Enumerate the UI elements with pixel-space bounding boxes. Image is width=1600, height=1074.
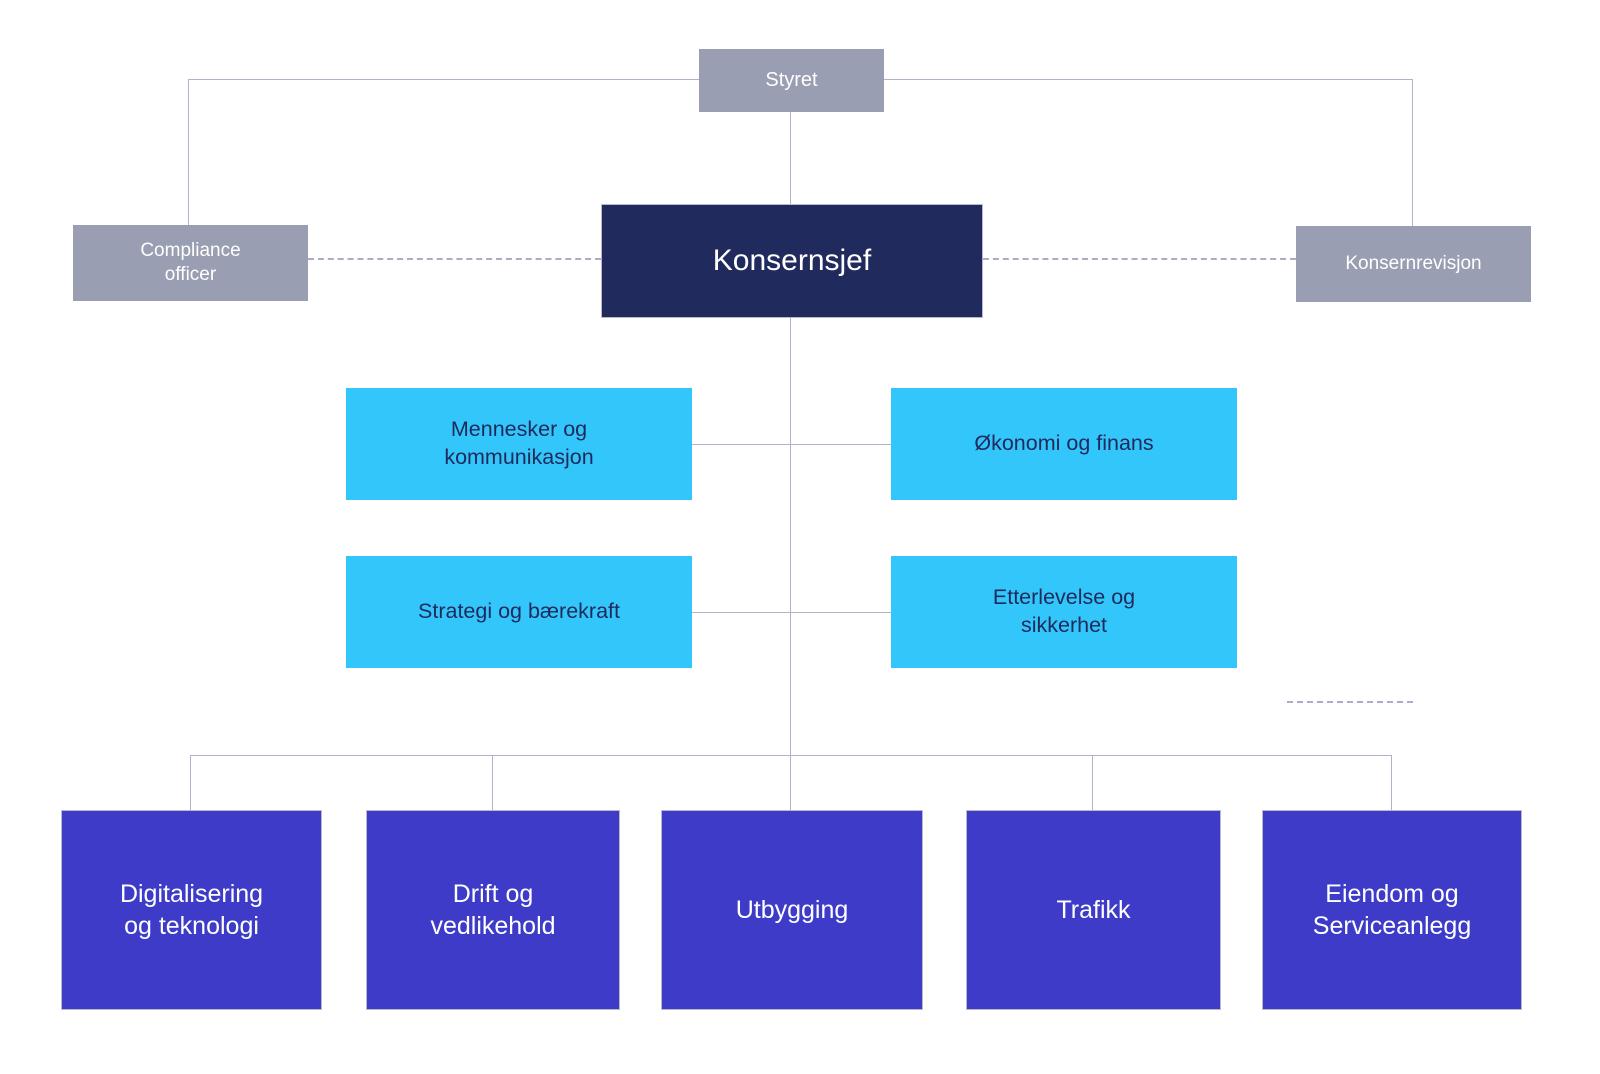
node-strategi-og-baerekraft-label: Strategi og bærekraft — [418, 599, 620, 624]
connector-stub-digitalisering — [190, 755, 191, 810]
node-okonomi-og-finans-label: Økonomi og finans — [974, 431, 1154, 456]
node-styret: Styret — [699, 49, 884, 112]
connector-styret-to-compliance-h — [189, 79, 699, 80]
node-drift-og-vedlikehold: Drift og vedlikehold — [366, 810, 620, 1010]
connector-styret-to-konsernrevisjon-h — [884, 79, 1413, 80]
node-eiendom-og-serviceanlegg: Eiendom og Serviceanlegg — [1262, 810, 1522, 1010]
node-utbygging-label: Utbygging — [735, 896, 849, 924]
node-drift-og-vedlikehold-label: Drift og vedlikehold — [430, 880, 556, 940]
node-etterlevelse-og-sikkerhet-label: Etterlevelse og sikkerhet — [992, 585, 1136, 637]
node-trafikk-label: Trafikk — [1056, 896, 1131, 924]
connector-stub-drift — [492, 755, 493, 810]
node-konsernsjef: Konsernsjef — [601, 204, 983, 318]
connector-dashed-konsernrevisjon — [983, 258, 1296, 260]
node-mennesker-og-kommunikasjon: Mennesker og kommunikasjon — [346, 388, 692, 500]
connector-dashed-compliance — [308, 258, 601, 260]
node-styret-label: Styret — [765, 68, 818, 91]
connector-dashed-stray — [1287, 701, 1413, 703]
node-compliance-officer: Compliance officer — [73, 225, 308, 301]
connector-stub-trafikk — [1092, 755, 1093, 810]
connector-staff-row1 — [692, 444, 891, 445]
node-strategi-og-baerekraft: Strategi og bærekraft — [346, 556, 692, 668]
connector-bottom-rail — [191, 755, 1392, 756]
connector-staff-row2 — [692, 612, 891, 613]
connector-styret-to-konsernrevisjon-v — [1412, 79, 1413, 226]
node-digitalisering-og-teknologi-label: Digitalisering og teknologi — [119, 880, 264, 940]
node-okonomi-og-finans: Økonomi og finans — [891, 388, 1237, 500]
node-compliance-officer-label: Compliance officer — [140, 239, 241, 285]
connector-styret-to-konsernsjef — [790, 112, 791, 204]
node-konsernrevisjon: Konsernrevisjon — [1296, 226, 1531, 302]
node-mennesker-og-kommunikasjon-label: Mennesker og kommunikasjon — [444, 417, 594, 469]
node-trafikk: Trafikk — [966, 810, 1221, 1010]
connector-konsernsjef-trunk — [790, 318, 791, 810]
connector-stub-eiendom — [1391, 755, 1392, 810]
node-konsernsjef-label: Konsernsjef — [712, 243, 872, 277]
node-digitalisering-og-teknologi: Digitalisering og teknologi — [61, 810, 322, 1010]
connector-styret-to-compliance-v — [188, 79, 189, 225]
node-eiendom-og-serviceanlegg-label: Eiendom og Serviceanlegg — [1312, 880, 1472, 940]
node-utbygging: Utbygging — [661, 810, 923, 1010]
node-etterlevelse-og-sikkerhet: Etterlevelse og sikkerhet — [891, 556, 1237, 668]
node-konsernrevisjon-label: Konsernrevisjon — [1345, 252, 1482, 274]
